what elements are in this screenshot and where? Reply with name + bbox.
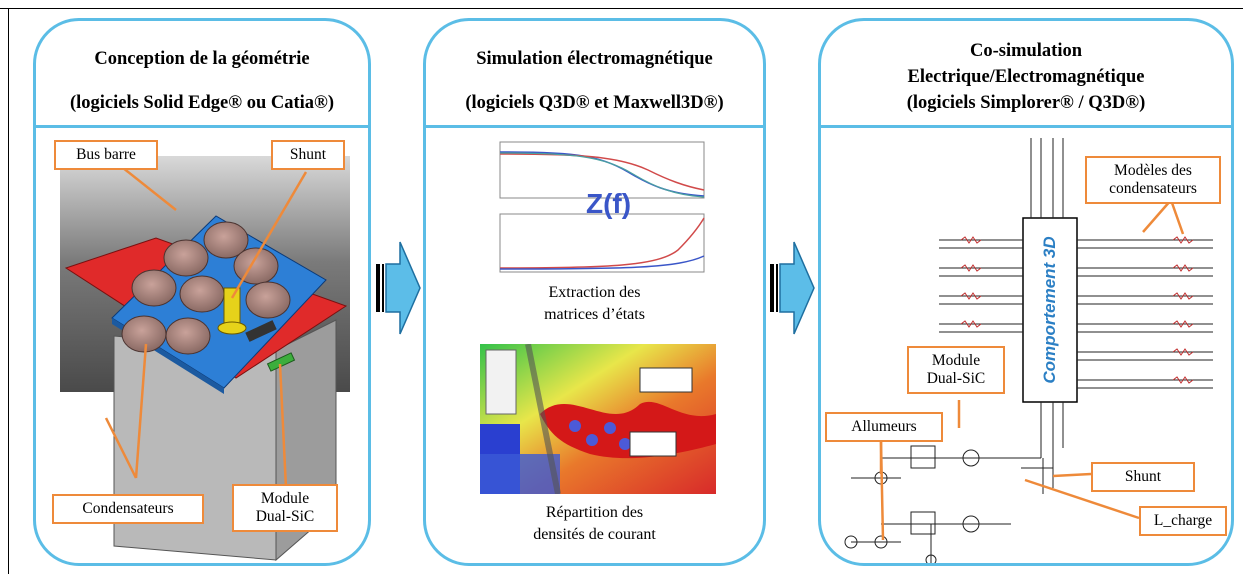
label-modeles-line2: condensateurs	[1109, 180, 1197, 197]
label-module-line2: Dual-SiC	[255, 508, 315, 525]
panel-em-title: Simulation électromagnétique	[476, 49, 713, 69]
caption-extraction-line1: Extraction des	[548, 284, 641, 301]
frame-left-border	[8, 8, 9, 574]
panel-geometry-title: Conception de la géométrie	[94, 49, 310, 69]
panel-geometry-body: Bus barre Shunt Condensateurs Module Dua…	[36, 125, 368, 563]
label-allumeurs: Allumeurs	[825, 412, 943, 442]
caption-repartition-line1: Répartition des	[545, 504, 644, 521]
capacitor-cylinders	[121, 221, 291, 355]
zf-label: Z(f)	[586, 188, 632, 219]
panel-cosim-header: Co-simulation Electrique/Electromagnétiq…	[821, 21, 1231, 127]
label-l-charge: L_charge	[1139, 506, 1227, 536]
current-density-map	[480, 344, 716, 494]
panel-cosim-title: Co-simulation	[969, 41, 1083, 61]
panel-em-header: Simulation électromagnétique (logiciels …	[426, 21, 763, 127]
label-shunt: Shunt	[271, 140, 345, 170]
panel-geometry-subtitle: (logiciels Solid Edge® ou Catia®)	[69, 93, 335, 113]
cosim-leader-lines	[879, 199, 1185, 541]
label-module-dual-sic: Module Dual-SiC	[232, 484, 338, 532]
frame-top-border	[0, 8, 1243, 9]
label-cosim-module-line1: Module	[931, 352, 981, 369]
panel-em-subtitle: (logiciels Q3D® et Maxwell3D®)	[465, 93, 724, 113]
label-modeles-line1: Modèles des	[1114, 162, 1192, 179]
label-module-line1: Module	[260, 490, 310, 507]
panel-cosim-subtitle: Electrique/Electromagnétique	[907, 67, 1145, 87]
label-cosim-shunt: Shunt	[1091, 462, 1195, 492]
panel-geometry: Conception de la géométrie (logiciels So…	[33, 18, 371, 566]
panel-geometry-header: Conception de la géométrie (logiciels So…	[36, 21, 368, 127]
label-cosim-module-line2: Dual-SiC	[926, 370, 986, 387]
label-modeles-condensateurs: Modèles des condensateurs	[1085, 156, 1221, 204]
panel-cosim-body: Comportement 3D Modèles des condensateur…	[821, 125, 1231, 563]
flow-arrow-1	[376, 241, 421, 335]
caption-extraction: Extraction des matrices d’états	[426, 282, 763, 326]
panel-cosimulation: Co-simulation Electrique/Electromagnétiq…	[818, 18, 1234, 566]
caption-repartition-line2: densités de courant	[533, 526, 656, 543]
label-cosim-module-dual-sic: Module Dual-SiC	[907, 346, 1005, 394]
panel-em-body: Z(f) Extraction des matrices d’états	[426, 125, 763, 563]
circuit-schematic	[844, 138, 1213, 563]
behavior-block: Comportement 3D	[1023, 218, 1077, 402]
caption-repartition: Répartition des densités de courant	[426, 502, 763, 546]
behavior-block-text: Comportement 3D	[1040, 236, 1059, 384]
panel-cosim-software: (logiciels Simplorer® / Q3D®)	[906, 93, 1146, 113]
label-condensateurs: Condensateurs	[52, 494, 204, 524]
impedance-plots	[499, 141, 705, 273]
flow-arrow-2	[770, 241, 815, 335]
panel-em-simulation: Simulation électromagnétique (logiciels …	[423, 18, 766, 566]
label-bus-barre: Bus barre	[54, 140, 158, 170]
caption-extraction-line2: matrices d’états	[544, 306, 645, 323]
